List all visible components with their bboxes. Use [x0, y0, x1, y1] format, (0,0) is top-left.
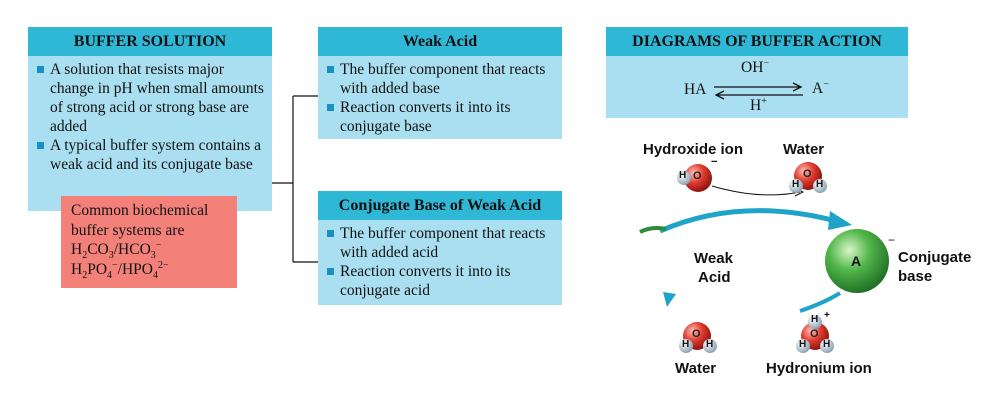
- equation-h: H+: [750, 96, 767, 115]
- green-arc-stub: [639, 226, 667, 234]
- hydronium-hydrogen-2-icon: [820, 339, 834, 353]
- conjugate-base-panel: Conjugate Base of Weak Acid The buffer c…: [318, 191, 562, 305]
- conjugate-base-charge: −: [888, 233, 896, 247]
- carbonate-formula: H2CO3/HCO3−: [71, 239, 162, 262]
- buffer-solution-panel: BUFFER SOLUTION A solution that resists …: [28, 27, 272, 211]
- buffer-solution-title: BUFFER SOLUTION: [28, 27, 272, 56]
- buffer-action-title: DIAGRAMS OF BUFFER ACTION: [606, 27, 908, 56]
- hydronium-ion-label: Hydronium ion: [766, 360, 872, 377]
- upper-arrowhead: [828, 211, 852, 230]
- weak-acid-bullet-2: Reaction converts it into its conjugate …: [326, 98, 554, 136]
- bottom-water-o-letter: O: [692, 328, 701, 340]
- hydronium-h2-letter: H: [823, 339, 831, 350]
- conjugate-base-sphere: [825, 229, 889, 293]
- upper-cycle-arrow: [658, 208, 837, 234]
- biochemical-buffers-note: Common biochemical buffer systems are H2…: [61, 196, 237, 288]
- hydroxide-charge: −: [711, 156, 718, 168]
- hydroxide-hydrogen-icon: [677, 171, 691, 185]
- bottom-water-hydrogen-1-icon: [679, 339, 693, 353]
- bottom-water-h2-letter: H: [706, 339, 714, 350]
- hydronium-htop-letter: H: [811, 314, 819, 325]
- weak-acid-title: Weak Acid: [318, 27, 562, 56]
- weak-acid-panel: Weak Acid The buffer component that reac…: [318, 27, 562, 139]
- weak-acid-bullet-1: The buffer component that reacts with ad…: [326, 60, 554, 98]
- weak-label: Weak: [694, 250, 733, 267]
- lower-cycle-arc: [799, 291, 842, 313]
- acid-label: Acid: [698, 269, 731, 286]
- hydroxide-to-water-arrow: [711, 185, 801, 196]
- top-water-h1-letter: H: [792, 179, 800, 190]
- note-line-1: Common biochemical: [71, 202, 209, 219]
- equation-a: A−: [812, 79, 829, 98]
- hydronium-h1-letter: H: [799, 339, 807, 350]
- hydronium-o-letter: O: [810, 328, 819, 340]
- bottom-water-h1-letter: H: [682, 339, 690, 350]
- top-water-label: Water: [783, 141, 825, 158]
- hydronium-charge: +: [824, 310, 830, 321]
- hydroxide-oxygen-icon: [684, 164, 712, 192]
- bottom-water-hydrogen-2-icon: [703, 339, 717, 353]
- conjugate-label: Conjugate: [898, 249, 972, 266]
- weak-acid-arrowhead: [663, 292, 676, 307]
- conjugate-base-letter: A: [851, 253, 862, 269]
- top-water-hydrogen-1-icon: [789, 179, 803, 193]
- conjugate-base-bullet-1: The buffer component that reacts with ad…: [326, 224, 554, 262]
- phosphate-formula: H2PO4−/HPO42−: [71, 259, 169, 281]
- hydroxide-h-letter: H: [679, 170, 687, 181]
- equation-oh: OH−: [741, 58, 770, 77]
- note-line-2: buffer systems are: [71, 221, 185, 239]
- conjugate-base-title: Conjugate Base of Weak Acid: [318, 191, 562, 220]
- hydronium-hydrogen-1-icon: [796, 339, 810, 353]
- bottom-water-label: Water: [675, 360, 717, 377]
- hydroxide-o-letter: O: [693, 170, 702, 182]
- base-label: base: [898, 268, 933, 285]
- buffer-action-panel: DIAGRAMS OF BUFFER ACTION: [606, 27, 908, 118]
- hydroxide-ion-label: Hydroxide ion: [643, 141, 744, 158]
- top-water-hydrogen-2-icon: [813, 179, 827, 193]
- top-water-o-letter: O: [803, 168, 812, 180]
- buffer-system-bullet: A typical buffer system contains a weak …: [36, 136, 264, 174]
- top-water-h2-letter: H: [816, 179, 824, 190]
- equation-ha: HA: [684, 81, 707, 98]
- buffer-definition-bullet: A solution that resists major change in …: [36, 60, 264, 136]
- hydronium-hydrogen-top-icon: [808, 315, 822, 329]
- conjugate-base-bullet-2: Reaction converts it into its conjugate …: [326, 262, 554, 300]
